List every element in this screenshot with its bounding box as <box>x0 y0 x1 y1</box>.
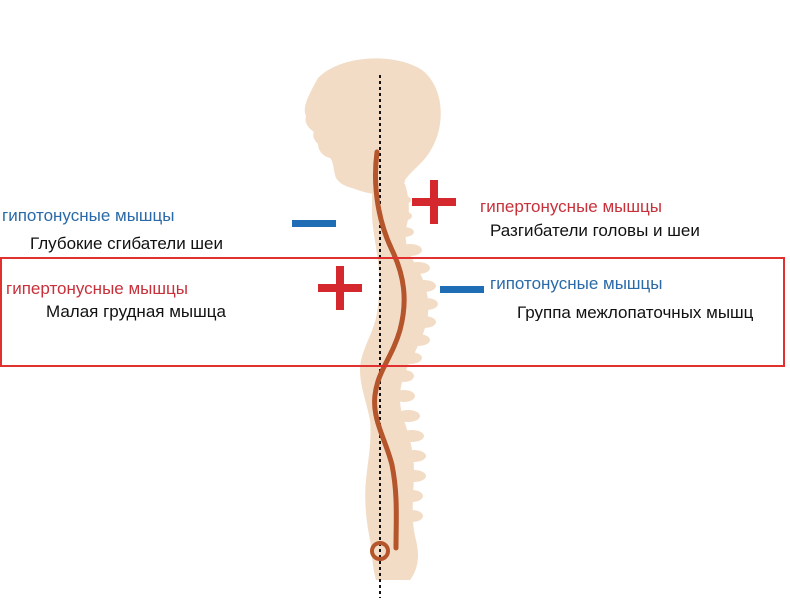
plus-sign-chest-left <box>318 266 362 310</box>
chest-right-type-label: гипотонусные мышцы <box>490 274 663 293</box>
minus-sign-neck-left <box>292 220 336 227</box>
plus-sign-neck-right <box>412 180 456 224</box>
head-silhouette <box>304 58 441 196</box>
spine-curve <box>372 149 407 551</box>
neck-left-type-label: гипотонусные мышцы <box>2 206 175 225</box>
neck-left-muscle-label: Глубокие сгибатели шеи <box>30 234 224 253</box>
vertebrae-bumps <box>391 195 438 522</box>
neck-right-muscle-label: Разгибатели головы и шеи <box>490 221 700 240</box>
chest-right-muscle-label: Группа межлопаточных мышц <box>517 304 754 321</box>
neck-right-type-label: гипертонусные мышцы <box>480 197 662 216</box>
minus-sign-chest-right <box>440 286 484 293</box>
chest-left-muscle-label: Малая грудная мышца <box>46 302 226 321</box>
coccyx-circle <box>370 541 390 561</box>
chest-left-type-label: гипертонусные мышцы <box>6 279 188 298</box>
highlight-box <box>0 257 785 367</box>
